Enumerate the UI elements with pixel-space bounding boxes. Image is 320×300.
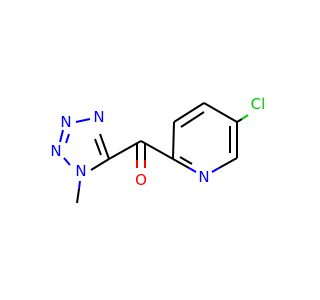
bond-n1-methyl (76, 188, 80, 204)
bond-n1-methyl-blue (78, 180, 81, 190)
chlorine-atom: Cl (251, 95, 266, 113)
bond-n3-n2 (59, 129, 64, 143)
bond-c6-n-blue (211, 167, 220, 173)
tetrazole-n2-atom: N (50, 142, 61, 160)
bond-c6-n (218, 157, 238, 169)
tetrazole-n1-atom: N (75, 162, 86, 180)
bond-n1-c5t (90, 158, 110, 171)
structure-drawing: Cl O N N N N (50, 95, 266, 204)
bond-c5-cl-green (241, 114, 249, 120)
bond-carbonyl-tetrazole (108, 140, 142, 160)
pyridine-ring (172, 102, 238, 173)
bond-c3-c4-inner (180, 111, 205, 128)
bond-n2-n1 (63, 157, 71, 166)
bond-c4-c5 (203, 102, 238, 123)
bond-n-c2-blue (188, 167, 197, 173)
carbonyl-group: O (108, 140, 174, 189)
bond-c5-cl (236, 118, 243, 123)
oxygen-atom: O (135, 171, 147, 189)
bond-n-c2 (172, 158, 190, 169)
chloro-substituent: Cl (236, 95, 266, 123)
bond-c2-carbonyl (140, 140, 174, 160)
tetrazole-n4-atom: N (93, 108, 104, 126)
bond-n-c2-inner (179, 156, 193, 165)
bond-n3-n2-inner (65, 133, 70, 144)
bond-c5t-n4-inner (94, 138, 102, 156)
bond-n4-n3 (75, 118, 91, 123)
bond-c5t-n4 (99, 133, 110, 160)
molecule-canvas: Cl O N N N N (50, 95, 266, 204)
pyridine-nitrogen-atom: N (198, 168, 209, 186)
tetrazole-ring: N N N N (50, 108, 110, 180)
n-methyl-group (76, 180, 81, 204)
tetrazole-n3-atom: N (60, 113, 71, 131)
bond-c3-c4 (173, 102, 205, 123)
bond-c2-c3 (172, 121, 175, 160)
